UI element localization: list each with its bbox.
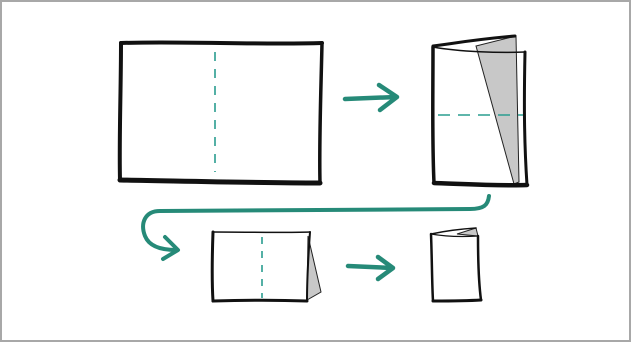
page-shadow xyxy=(456,227,479,237)
arrow-right-icon xyxy=(342,82,400,113)
step-3-folded-in-quarters xyxy=(210,230,322,303)
arrow-right-icon xyxy=(345,254,396,282)
step-4-folded-in-eighths xyxy=(429,227,483,303)
connector-arrow-icon xyxy=(141,194,491,261)
page-shadow xyxy=(475,35,520,185)
step-2-folded-in-half xyxy=(431,34,530,188)
step-1-unfolded-sheet xyxy=(117,40,324,186)
